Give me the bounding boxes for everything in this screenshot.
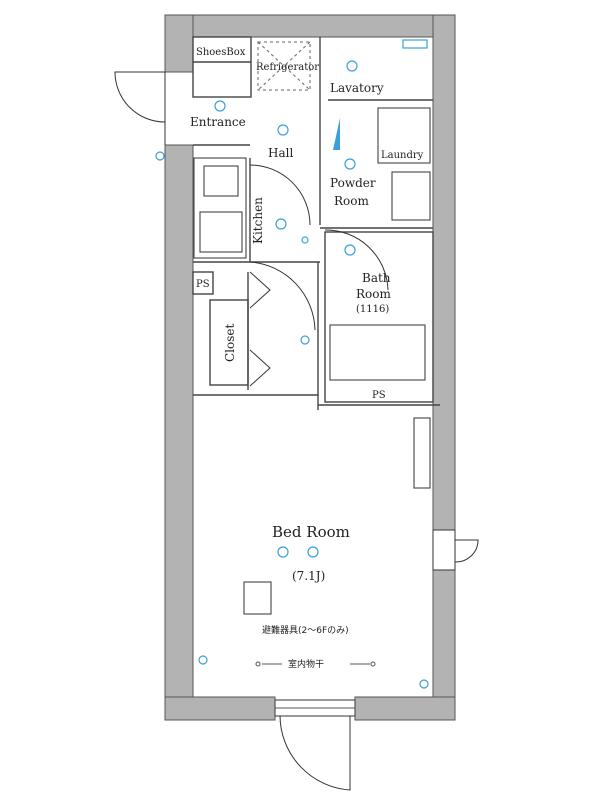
label-refrigerator: Refrigerator xyxy=(256,62,319,73)
label-bed-room: Bed Room xyxy=(272,523,350,541)
label-bed-room-size: (7.1J) xyxy=(292,569,325,583)
label-kitchen: Kitchen xyxy=(251,197,265,244)
label-ps-left: PS xyxy=(196,279,210,290)
label-bath-room-size: (1116) xyxy=(356,304,389,315)
label-bath-room-line2: Room xyxy=(356,287,391,301)
note-evacuation: 避難器具(2〜6Fのみ) xyxy=(262,624,349,636)
interior-walls xyxy=(192,36,440,615)
label-bath-room-line1: Bath xyxy=(362,271,391,285)
label-entrance: Entrance xyxy=(190,115,246,129)
label-powder-room-line1: Powder xyxy=(330,176,376,190)
note-drying: 室内物干 xyxy=(288,658,324,670)
label-shoes-box: ShoesBox xyxy=(196,47,246,58)
label-hall: Hall xyxy=(268,146,293,160)
electrical-symbols xyxy=(155,39,429,689)
label-powder-room-line2: Room xyxy=(334,194,369,208)
label-ps-right: PS xyxy=(372,390,386,401)
drying-rod xyxy=(255,661,376,667)
label-laundry: Laundry xyxy=(381,150,424,161)
outer-walls xyxy=(164,14,456,721)
label-lavatory: Lavatory xyxy=(330,81,384,95)
doors xyxy=(114,71,479,791)
label-closet: Closet xyxy=(223,323,237,362)
